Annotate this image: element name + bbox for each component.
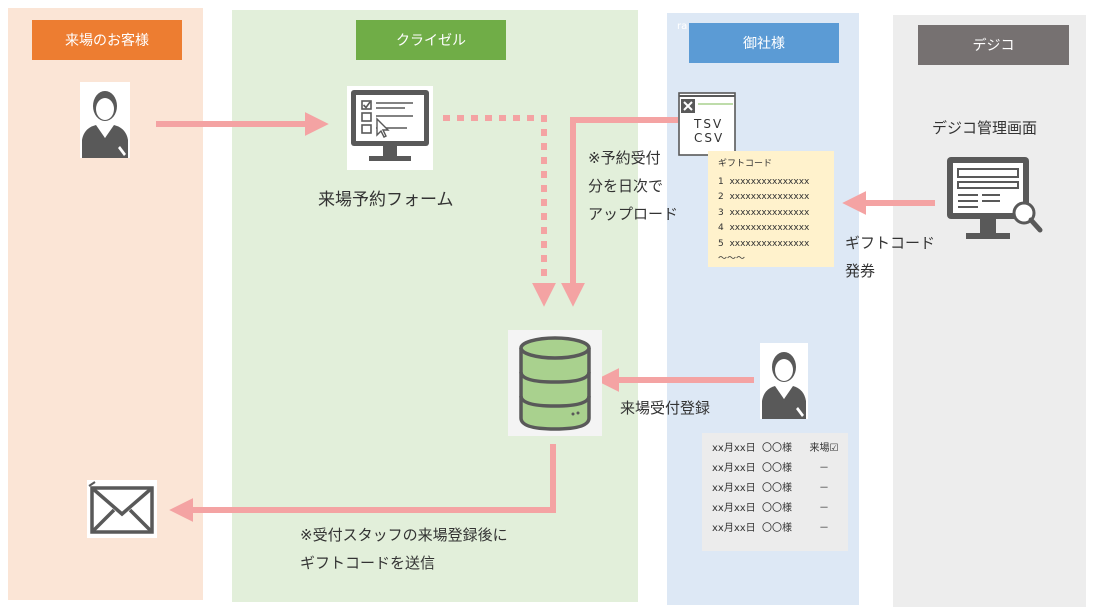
- list-item: xx月xx日 〇〇様 －: [712, 503, 829, 514]
- list-item: xx月xx日 〇〇様 来場☑: [712, 443, 839, 454]
- gift-code-row: 4 xxxxxxxxxxxxxxx: [718, 223, 810, 233]
- arrow-db-to-mail: [169, 444, 556, 522]
- gift-code-row: 5 xxxxxxxxxxxxxxx: [718, 238, 810, 249]
- arrow-form-to-db-dotted: [443, 115, 556, 307]
- gift-code-row: 3 xxxxxxxxxxxxxxx: [718, 207, 810, 218]
- database-icon: [508, 330, 602, 436]
- gift-code-sheet-title: ギフトコード: [718, 159, 773, 169]
- visit-list: xx月xx日 〇〇様 来場☑ xx月xx日 〇〇様 － xx月xx日 〇〇様 －…: [702, 433, 848, 551]
- list-item: xx月xx日 〇〇様 －: [712, 483, 829, 494]
- gift-code-row: 1 xxxxxxxxxxxxxxx: [718, 176, 810, 187]
- tsv-csv-file-icon: TSV CSV: [678, 92, 736, 156]
- checkin-label: 来場受付登録: [620, 399, 711, 417]
- send-gift-note: ※受付スタッフの来場登録後に ギフトコードを送信: [300, 526, 508, 572]
- daily-upload-note: ※予約受付 分を日次で アップロード: [588, 149, 679, 223]
- gift-code-sheet-footer: ～～～: [718, 254, 746, 264]
- lane-client-corner-text: ra: [677, 21, 688, 32]
- form-label: 来場予約フォーム: [318, 190, 454, 210]
- envelope-icon: [87, 480, 157, 538]
- lane-header-customer: 来場のお客様: [32, 20, 182, 60]
- lane-header-digico: デジコ: [918, 25, 1069, 65]
- person-icon: [80, 82, 130, 158]
- gift-issue-label: ギフトコード 発券: [845, 234, 936, 280]
- lane-digico: デジコ: [893, 15, 1086, 607]
- lane-header-kraizel: クライゼル: [356, 20, 506, 60]
- csv-line1: TSV: [694, 117, 724, 131]
- gift-code-sheet: ギフトコード 1 xxxxxxxxxxxxxxx 2 xxxxxxxxxxxxx…: [708, 151, 834, 267]
- list-item: xx月xx日 〇〇様 －: [712, 523, 829, 534]
- digico-admin-label: デジコ管理画面: [932, 119, 1038, 137]
- csv-line2: CSV: [694, 131, 725, 145]
- admin-monitor-icon: [944, 155, 1044, 251]
- form-monitor-icon: [347, 86, 433, 170]
- staff-person-icon: [760, 343, 808, 419]
- gift-code-row: 2 xxxxxxxxxxxxxxx: [718, 192, 810, 202]
- list-item: xx月xx日 〇〇様 －: [712, 463, 829, 474]
- arrow-csv-to-db: [561, 117, 678, 307]
- lane-header-client: 御社様: [689, 23, 839, 63]
